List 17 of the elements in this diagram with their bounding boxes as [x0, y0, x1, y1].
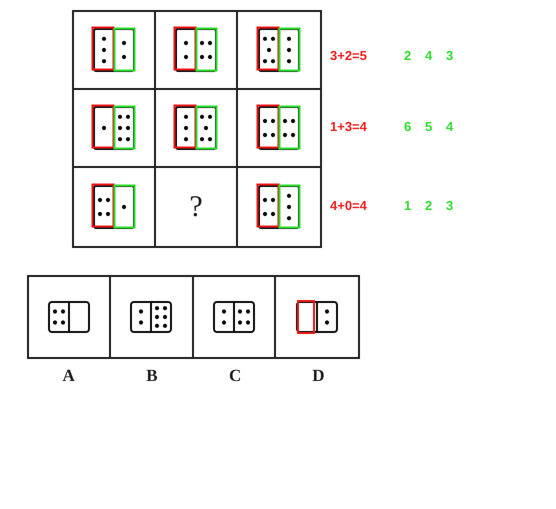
- number-label: 2: [404, 48, 412, 63]
- option-letter: D: [312, 366, 325, 386]
- number-label: 5: [425, 119, 434, 134]
- number-label: 3: [446, 198, 454, 213]
- equation-text: 4+0=4: [330, 198, 368, 213]
- number-label: 4: [446, 119, 454, 134]
- number-label: 2: [425, 198, 434, 213]
- equation-text: 3+2=5: [330, 48, 368, 63]
- number-label: 6: [404, 119, 412, 134]
- number-label: 3: [446, 48, 454, 63]
- number-label: 4: [425, 48, 434, 63]
- option-letter: C: [228, 366, 242, 386]
- equation-text: 1+3=4: [330, 119, 368, 134]
- option-letter: A: [62, 366, 75, 386]
- question-mark: ?: [189, 190, 203, 224]
- option-letter: B: [146, 366, 158, 386]
- number-label: 1: [404, 198, 412, 213]
